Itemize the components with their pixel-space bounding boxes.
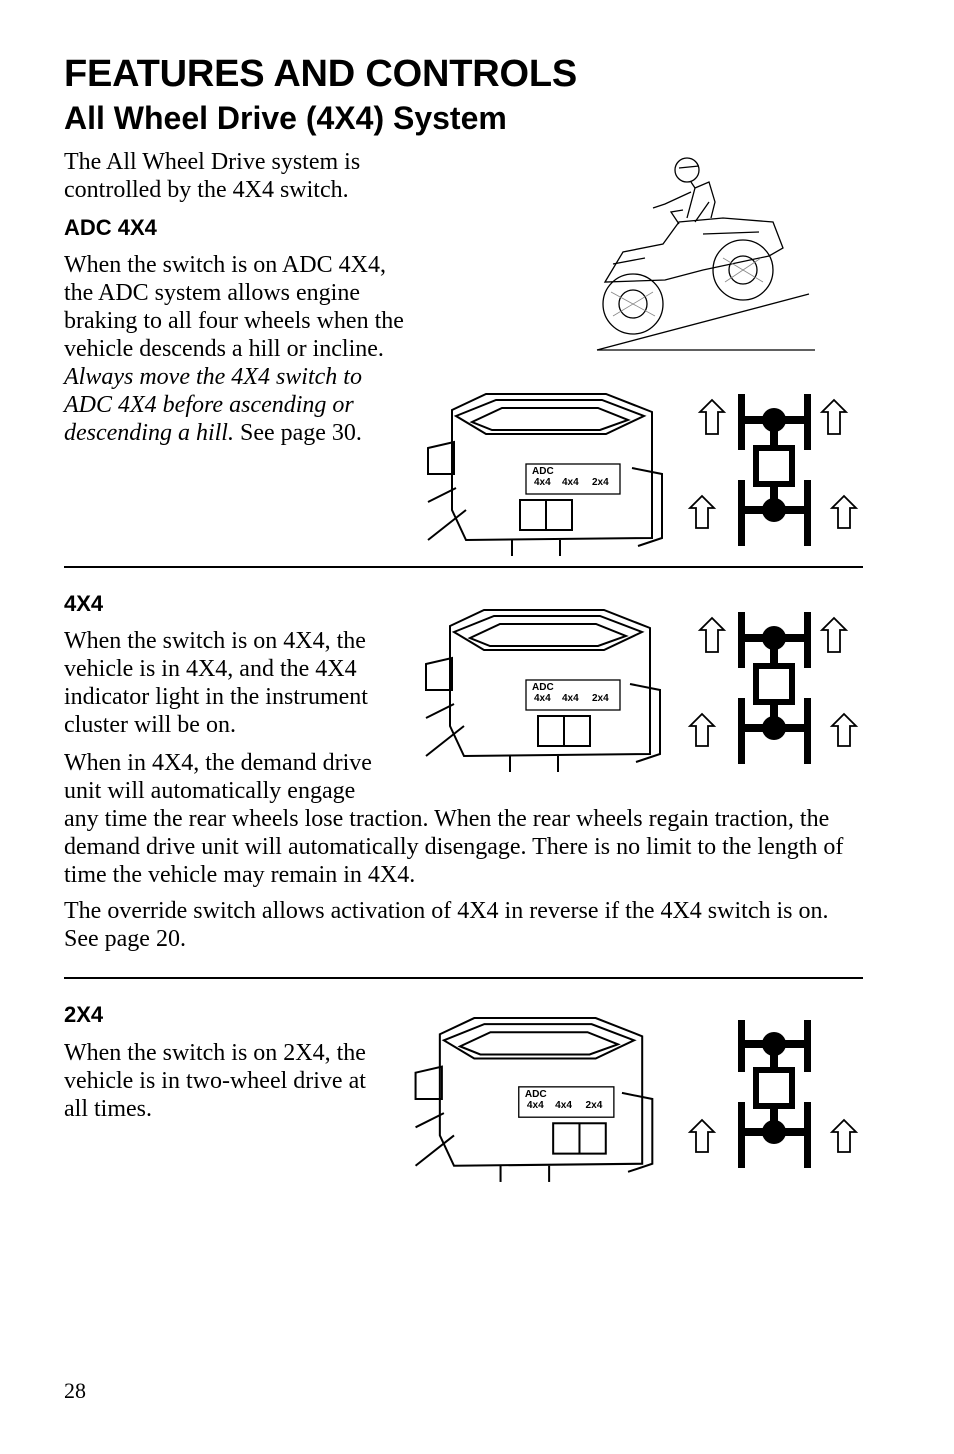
fourx4-body2-text: When in 4X4, the demand drive unit will …: [64, 749, 864, 889]
fourx4-heading: 4X4: [64, 591, 104, 616]
drive-diagram-all-wheels: [687, 612, 859, 764]
switch-illustration-2x4: ADC 4x4 4x4 2x4: [414, 1017, 654, 1182]
switch-label-adc-4x4: 4x4: [534, 693, 551, 704]
twox4-heading: 2X4: [64, 1002, 104, 1027]
intro-text: The All Wheel Drive system is controlled…: [64, 149, 361, 203]
fourx4-body2-content: When in 4X4, the demand drive unit will …: [64, 750, 844, 888]
switch-label-4x4: 4x4: [555, 1100, 572, 1111]
switch-label-4x4: 4x4: [562, 477, 579, 488]
switch-label-adc: ADC: [525, 1089, 548, 1100]
switch-label-2x4: 2x4: [586, 1100, 603, 1111]
switch-label-4x4: 4x4: [562, 693, 579, 704]
section-title: All Wheel Drive (4X4) System: [64, 100, 507, 136]
adc-ref: See page 30.: [239, 420, 362, 446]
switch-label-adc-4x4: 4x4: [527, 1100, 544, 1111]
fourx4-body3: The override switch allows activation of…: [64, 898, 829, 952]
section-divider: [64, 566, 863, 568]
adc-text: When the switch is on ADC 4X4, the ADC s…: [64, 251, 414, 447]
twox4-body: When the switch is on 2X4, the vehicle i…: [64, 1040, 366, 1122]
switch-label-2x4: 2x4: [592, 477, 609, 488]
fourx4-body1: When the switch is on 4X4, the vehicle i…: [64, 628, 368, 738]
atv-on-hill-illustration: [596, 157, 815, 351]
switch-label-2x4: 2x4: [592, 693, 609, 704]
switch-label-adc: ADC: [532, 466, 554, 477]
section-divider: [64, 977, 863, 979]
adc-heading: ADC 4X4: [64, 215, 157, 240]
page-number: 28: [64, 1378, 86, 1403]
float-spacer-right: [394, 749, 864, 805]
drive-diagram-rear-wheels: [687, 1020, 859, 1168]
adc-body: When the switch is on ADC 4X4, the ADC s…: [64, 252, 404, 362]
switch-label-adc-4x4: 4x4: [534, 477, 551, 488]
drive-diagram-all-wheels: [687, 394, 859, 546]
switch-illustration-adc: ADC 4x4 4x4 2x4: [427, 393, 663, 556]
page-title: FEATURES AND CONTROLS: [64, 53, 578, 95]
switch-label-adc: ADC: [532, 682, 554, 693]
adc-warning: Always move the 4X4 switch to ADC 4X4 be…: [64, 364, 362, 446]
switch-illustration-4x4: ADC 4x4 4x4 2x4: [425, 609, 661, 772]
